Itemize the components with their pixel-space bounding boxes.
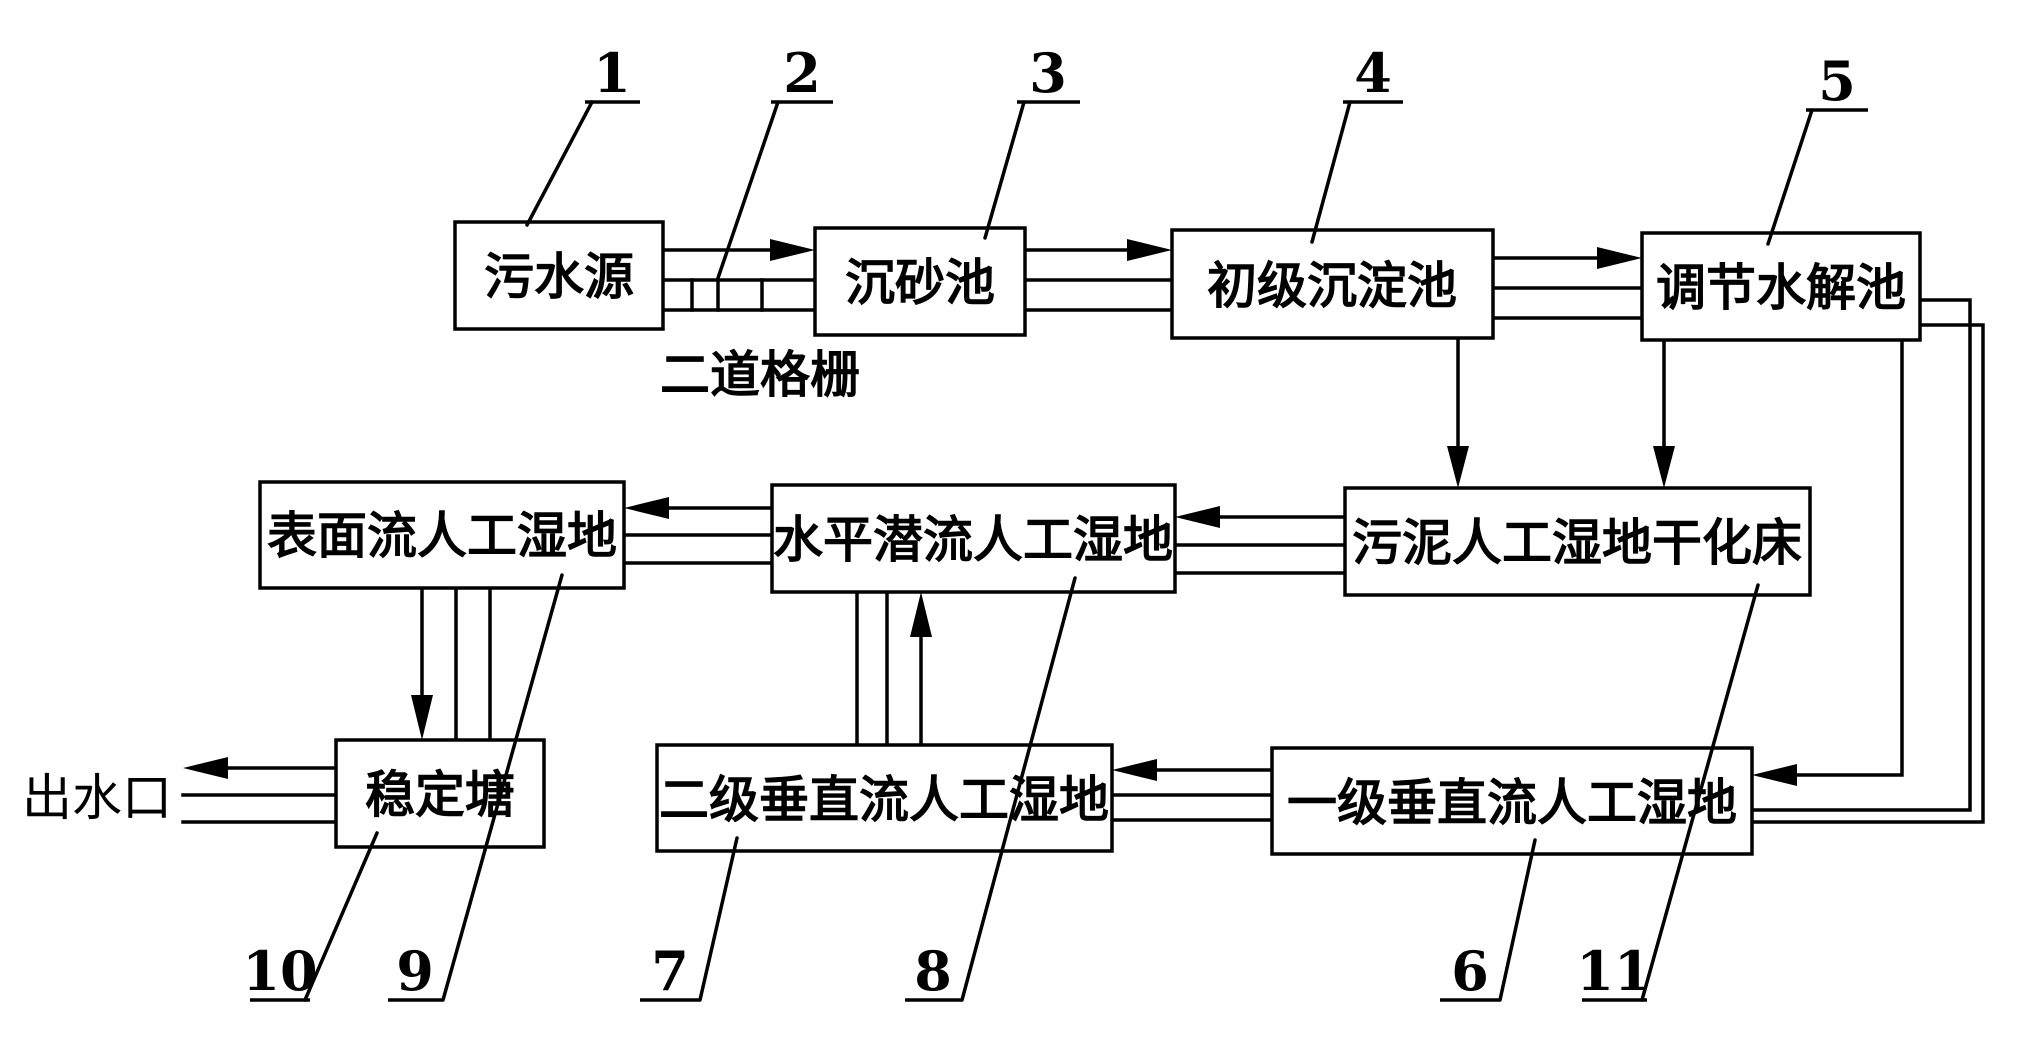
arrow-down-icon [1447,446,1469,488]
callout-10: 10 [242,831,379,1003]
pipe-primary-to-sludge-bed [1447,336,1469,488]
arrow-down-icon [1653,446,1675,488]
callout-number: 5 [1818,49,1856,113]
callout-2: 2 [716,41,833,280]
callout-number: 2 [783,41,821,105]
pipe-sludge-bed-to-horizontal [1173,506,1347,575]
arrow-left-icon [624,497,669,519]
arrow-right-icon [770,239,815,261]
node-label: 稳定塘 [365,765,515,824]
arrow-right-icon [1597,247,1642,269]
node-sludge-wetland-drying-bed: 污泥人工湿地干化床 [1343,486,1812,597]
arrow-left-icon [1175,506,1220,528]
node-label: 污水源 [484,247,634,306]
node-secondary-vertical-wetland: 二级垂直流人工湿地 [655,743,1114,853]
node-label: 二级垂直流人工湿地 [659,770,1109,829]
pipe-hydrolysis-to-sludge-bed [1653,338,1675,488]
callout-7: 7 [640,836,739,1003]
node-label: 沉砂池 [845,253,995,312]
node-label: 初级沉淀池 [1207,256,1457,315]
node-primary-vertical-wetland: 一级垂直流人工湿地 [1270,746,1754,856]
callout-number: 1 [593,41,631,105]
node-grit-chamber: 沉砂池 [813,226,1027,337]
arrow-right-icon [1127,239,1172,261]
callout-number: 4 [1354,41,1392,105]
node-sewage-source: 污水源 [453,220,665,331]
callout-3: 3 [983,41,1080,240]
node-label: 污泥人工湿地干化床 [1352,513,1802,572]
pipe-source-to-grit [661,239,817,312]
callout-number: 10 [242,939,317,1003]
pipe-vertical-2-to-horizontal [855,590,932,747]
node-label: 调节水解池 [1656,258,1906,317]
node-hydrolysis-tank: 调节水解池 [1640,231,1922,342]
pipe-pond-to-outlet [181,757,338,824]
pipe-hydrolysis-to-vertical-1 [1750,298,1985,824]
node-label: 水平潜流人工湿地 [773,510,1173,569]
callout-6: 6 [1440,838,1537,1003]
arrow-left-icon [1752,764,1797,786]
node-surface-flow-wetland: 表面流人工湿地 [258,480,626,590]
pipe-vertical-1-to-vertical-2 [1110,759,1274,822]
pipe-horizontal-to-surface [622,497,774,565]
pipe-grit-to-primary [1023,239,1174,312]
screen-label: 二道格栅 [660,345,860,404]
callout-number: 11 [1576,939,1651,1003]
arrow-down-icon [411,695,433,740]
arrow-up-icon [910,592,932,637]
node-horizontal-subsurface-wetland: 水平潜流人工湿地 [770,483,1177,594]
callout-4: 4 [1310,41,1403,244]
callout-1: 1 [525,41,640,227]
callout-11: 11 [1576,583,1760,1003]
pipe-surface-to-pond [411,586,492,742]
arrow-left-icon [1112,759,1157,781]
callout-number: 6 [1451,939,1489,1003]
node-label: 表面流人工湿地 [267,506,617,565]
callout-5: 5 [1766,49,1868,246]
callout-8: 8 [905,576,1077,1003]
callout-number: 3 [1029,41,1067,105]
node-label: 一级垂直流人工湿地 [1287,773,1737,832]
callout-number: 9 [396,939,434,1003]
callout-9: 9 [388,573,564,1003]
callout-number: 7 [651,939,689,1003]
pipe-primary-to-hydrolysis [1491,247,1644,320]
arrow-left-icon [183,757,228,779]
outlet-label: 出水口 [22,769,172,827]
callout-number: 8 [914,939,952,1003]
node-primary-sedimentation-tank: 初级沉淀池 [1170,228,1495,340]
